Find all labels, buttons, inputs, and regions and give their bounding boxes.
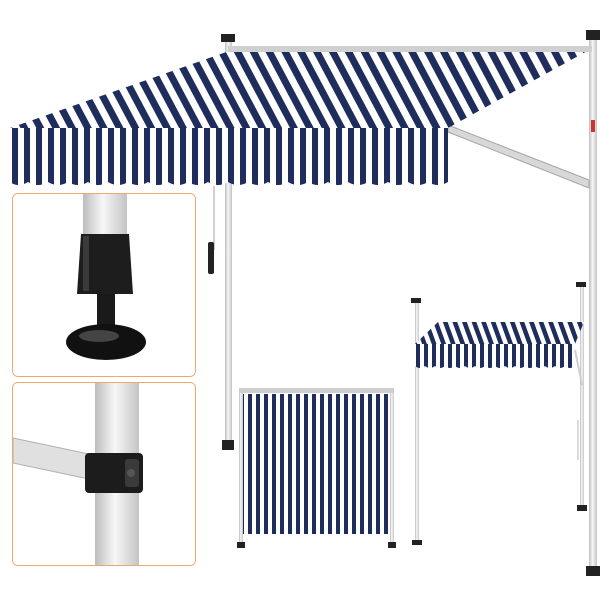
right-pole xyxy=(589,38,597,573)
pole-foot-detail xyxy=(12,193,196,377)
rubber-foot-icon xyxy=(13,194,195,376)
rolled-down-screen xyxy=(237,388,396,548)
arm-clamp-detail xyxy=(12,382,196,566)
left-pole xyxy=(225,40,232,450)
awning-valance xyxy=(10,128,448,185)
small-extended-awning xyxy=(411,282,587,545)
awning-canopy-top xyxy=(10,50,589,128)
extended-awning xyxy=(10,30,600,576)
support-arm xyxy=(447,124,590,189)
clamp-icon xyxy=(13,383,195,565)
